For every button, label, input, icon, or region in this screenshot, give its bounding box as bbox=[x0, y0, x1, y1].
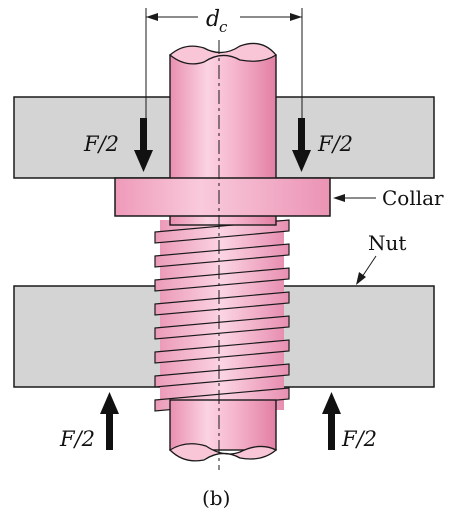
figure-caption: (b) bbox=[202, 486, 230, 510]
collar-leader bbox=[333, 194, 376, 202]
thread-band bbox=[154, 315, 290, 340]
force-label-upper-left: F/2 bbox=[83, 132, 119, 156]
dc-subscript: c bbox=[219, 18, 228, 36]
dc-label: d bbox=[206, 7, 220, 32]
nut-label: Nut bbox=[368, 231, 406, 255]
nut-leader bbox=[356, 255, 377, 285]
thread-band bbox=[154, 267, 290, 292]
collar bbox=[114, 177, 331, 217]
thread-band bbox=[154, 363, 290, 388]
dimension-dc bbox=[145, 8, 303, 120]
force-arrow-lower-right bbox=[322, 392, 341, 450]
thread-band bbox=[154, 339, 290, 364]
force-arrow-upper-right bbox=[292, 118, 311, 172]
thread-band bbox=[154, 243, 290, 268]
thread-band bbox=[154, 291, 290, 316]
force-arrow-lower-left bbox=[100, 392, 119, 450]
screw-threads bbox=[154, 219, 290, 412]
collar-label: Collar bbox=[382, 186, 444, 210]
force-label-lower-right: F/2 bbox=[341, 427, 377, 451]
force-arrow-upper-left bbox=[134, 118, 153, 172]
force-label-upper-right: F/2 bbox=[317, 132, 353, 156]
force-label-lower-left: F/2 bbox=[59, 427, 95, 451]
